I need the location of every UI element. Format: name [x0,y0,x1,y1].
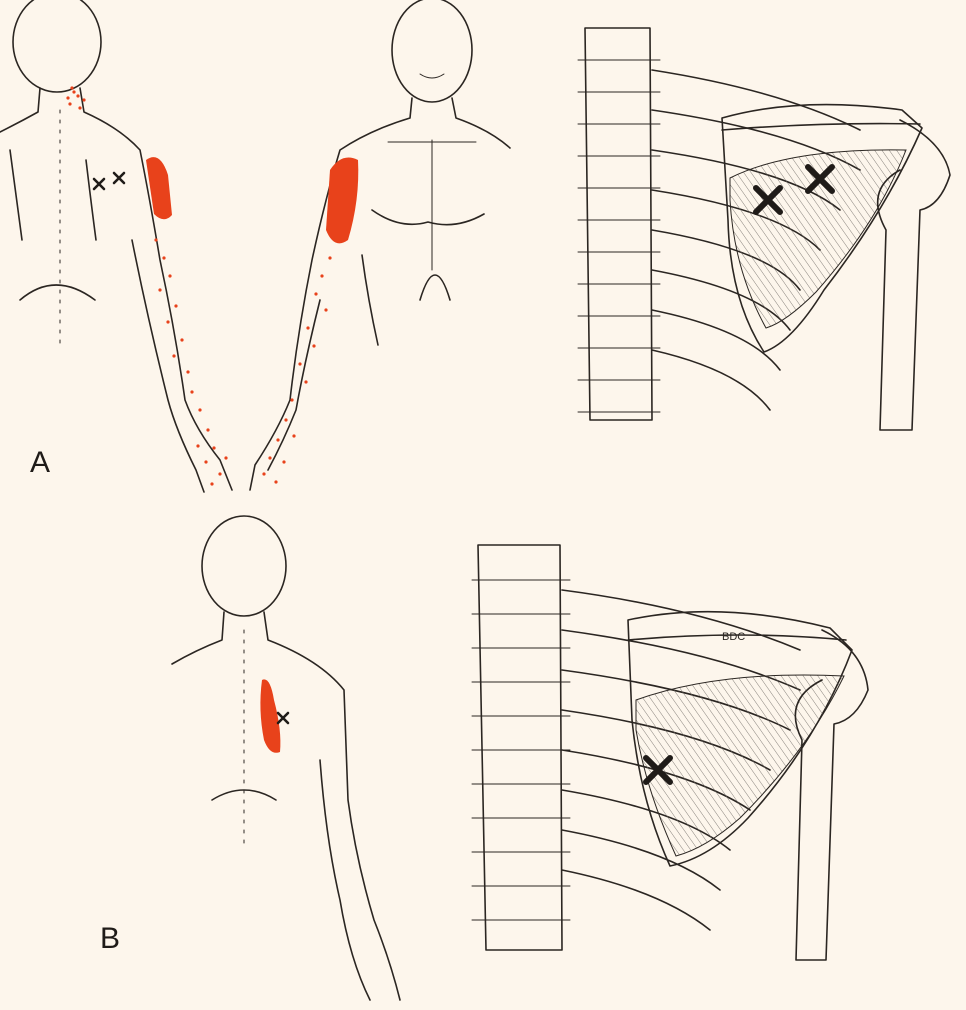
trigger-point-marker-small-b [276,711,290,725]
pain-stipple-anterior-arm [262,256,332,484]
skeleton-b: BDC [471,544,869,961]
scapula-b [627,610,853,867]
humerus-a [876,119,951,431]
trigger-point-marker-large-b [643,755,673,785]
referral-pain-a [66,86,359,486]
annotation-bdc: BDC [722,631,745,643]
humerus-b [794,629,869,961]
pain-zone-posterior-shoulder [146,157,172,220]
spine-b [471,544,571,951]
figure-a-back-view [0,0,233,493]
panel-label-a: A [30,446,51,479]
pain-stipple-neck [66,86,86,110]
pain-zone-anterior-shoulder [326,157,359,244]
figure-b-back-view [171,515,401,1001]
figure-a-front-view [249,0,511,491]
infraspinatus-muscle-b [635,674,845,857]
trigger-point-marker-small [92,171,126,191]
skeleton-a [577,27,951,431]
pain-zone-medial-scapula [260,679,281,753]
panel-label-b: B [100,922,121,955]
spine-a [577,27,661,421]
pain-stipple-posterior-arm [154,238,228,486]
trigger-point-marker-large [753,164,835,215]
scapula-a [721,103,923,353]
